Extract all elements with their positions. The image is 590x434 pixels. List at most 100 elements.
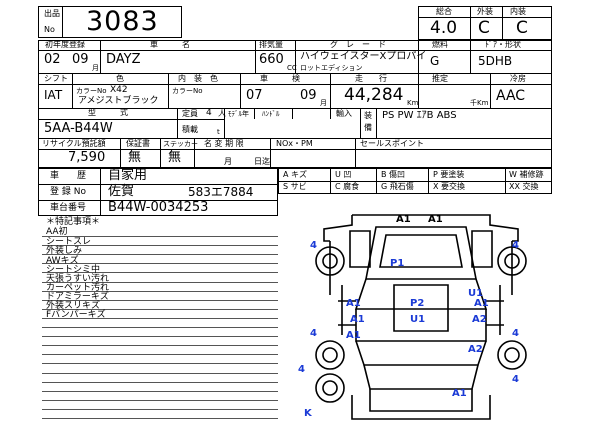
door-shape-label: ﾄﾞｱ・形状 bbox=[485, 40, 521, 49]
damage-mark: A2 bbox=[468, 344, 483, 355]
note-rule-line bbox=[42, 317, 278, 319]
note-rule-line bbox=[42, 372, 278, 374]
interior-color-no-label: カラーNo bbox=[172, 87, 203, 95]
color-label: 色 bbox=[116, 74, 124, 83]
fuel-label: 燃料 bbox=[432, 40, 448, 49]
registration-number: 583エ7884 bbox=[188, 185, 254, 199]
legend-u: U 凹 bbox=[335, 170, 352, 179]
note-item: カーペット汚れ bbox=[46, 283, 110, 293]
legend-g: G 飛石傷 bbox=[381, 182, 414, 191]
note-rule-line bbox=[42, 381, 278, 383]
note-rule-line bbox=[42, 263, 278, 265]
score-total-label: 総合 bbox=[436, 7, 452, 16]
note-rule-line bbox=[42, 308, 278, 310]
damage-mark: 4 bbox=[512, 328, 519, 339]
damage-mark: 4 bbox=[298, 364, 305, 375]
shift-label: シフト bbox=[44, 74, 68, 83]
note-item: Fバンパーキズ bbox=[46, 310, 106, 320]
score-box bbox=[418, 6, 552, 40]
mileage: 44,284 bbox=[344, 85, 404, 105]
sticker: 無 bbox=[168, 150, 182, 165]
import-label: 輸入 bbox=[336, 109, 352, 118]
damage-mark: K bbox=[304, 408, 312, 419]
score-total: 4.0 bbox=[430, 18, 458, 38]
damage-mark: A1 bbox=[350, 314, 365, 325]
history: 自家用 bbox=[108, 168, 148, 183]
note-rule-line bbox=[42, 245, 278, 247]
inspection-year: 07 bbox=[246, 88, 263, 103]
registration-label: 登 録 No bbox=[50, 187, 86, 197]
nox-label: NOx・PM bbox=[276, 139, 313, 148]
inspection-unit: 月 bbox=[320, 99, 327, 107]
history-label: 車 歴 bbox=[50, 171, 87, 181]
legend-b: B 傷凹 bbox=[381, 170, 406, 179]
name-change-month: 月 bbox=[224, 157, 232, 166]
note-rule-line bbox=[42, 363, 278, 365]
ac: AAC bbox=[496, 88, 526, 104]
legend-w: W 補修跡 bbox=[509, 170, 544, 179]
capacity-unit: 人 bbox=[218, 109, 226, 118]
sticker-label: ステッカー bbox=[163, 140, 198, 148]
name-change-label: 名 変 期 限 bbox=[204, 139, 244, 148]
note-item: AWキズ bbox=[46, 256, 79, 266]
model-label: 型 式 bbox=[88, 108, 128, 117]
mileage-label: 走 行 bbox=[355, 74, 387, 83]
warranty: 無 bbox=[128, 150, 142, 165]
damage-mark: 4 bbox=[310, 328, 317, 339]
load-label: 積載 bbox=[182, 125, 198, 134]
load-unit: t bbox=[217, 128, 220, 136]
fuel: G bbox=[430, 54, 440, 68]
lot-number-box bbox=[38, 6, 182, 38]
name-change-day: 日迄 bbox=[254, 157, 270, 166]
score-exterior: C bbox=[478, 18, 490, 38]
recycle: 7,590 bbox=[68, 150, 106, 165]
shift: IAT bbox=[44, 88, 63, 102]
legend-a: A キズ bbox=[283, 170, 308, 179]
lot-no-label: No bbox=[44, 25, 55, 34]
note-rule-line bbox=[42, 236, 278, 237]
damage-mark: A1 bbox=[396, 214, 411, 225]
note-rule-line bbox=[42, 299, 278, 301]
color-no: X42 bbox=[110, 85, 128, 95]
note-rule-line bbox=[42, 390, 278, 392]
score-interior: C bbox=[516, 18, 528, 38]
note-rule-line bbox=[42, 281, 278, 283]
ac-label: 冷房 bbox=[510, 74, 526, 83]
inspection-month: 09 bbox=[300, 88, 317, 103]
score-interior-label: 内装 bbox=[510, 7, 526, 16]
note-item: シートシミ中 bbox=[46, 265, 101, 275]
displacement-unit: CC bbox=[287, 64, 297, 72]
first-reg-month: 09 bbox=[72, 52, 89, 67]
capacity: 4 bbox=[206, 108, 212, 118]
legend-xx: XX 交換 bbox=[509, 182, 539, 191]
note-item: シートスレ bbox=[46, 237, 92, 247]
car-name: DAYZ bbox=[106, 52, 141, 67]
estimate-label: 推定 bbox=[432, 74, 448, 83]
chassis-number: B44W-0034253 bbox=[108, 200, 209, 215]
car-damage-diagram bbox=[315, 214, 527, 420]
damage-mark: A1 bbox=[474, 298, 489, 309]
sales-point-label: セールスポイント bbox=[360, 139, 424, 148]
note-rule-line bbox=[42, 399, 278, 401]
mileage-unit: Km bbox=[407, 99, 419, 107]
grade: ハイウェイスターXプロパイ bbox=[300, 51, 427, 62]
damage-mark: P1 bbox=[390, 258, 405, 269]
damage-mark: A1 bbox=[346, 298, 361, 309]
legend-c: C 腐食 bbox=[335, 182, 360, 191]
lot-label: 出品 bbox=[44, 9, 60, 18]
damage-mark: 4 bbox=[310, 240, 317, 251]
model: 5AA-B44W bbox=[44, 121, 113, 136]
damage-mark: U1 bbox=[468, 288, 484, 299]
first-reg-year: 02 bbox=[44, 52, 61, 67]
interior-color-label: 内 装 色 bbox=[178, 74, 218, 83]
handle-label: ﾊﾝﾄﾞﾙ bbox=[262, 110, 280, 118]
capacity-label: 定員 bbox=[182, 109, 198, 118]
lot-number: 3083 bbox=[86, 6, 159, 37]
notes-title: ＊特記事項＊ bbox=[46, 217, 101, 227]
damage-mark: A2 bbox=[472, 314, 487, 325]
note-rule-line bbox=[42, 345, 278, 347]
note-rule-line bbox=[42, 408, 278, 410]
registration-prefecture: 佐賀 bbox=[108, 184, 135, 199]
color-name: アメジストブラック bbox=[78, 96, 159, 106]
estimate-unit: 千Km bbox=[470, 99, 489, 107]
